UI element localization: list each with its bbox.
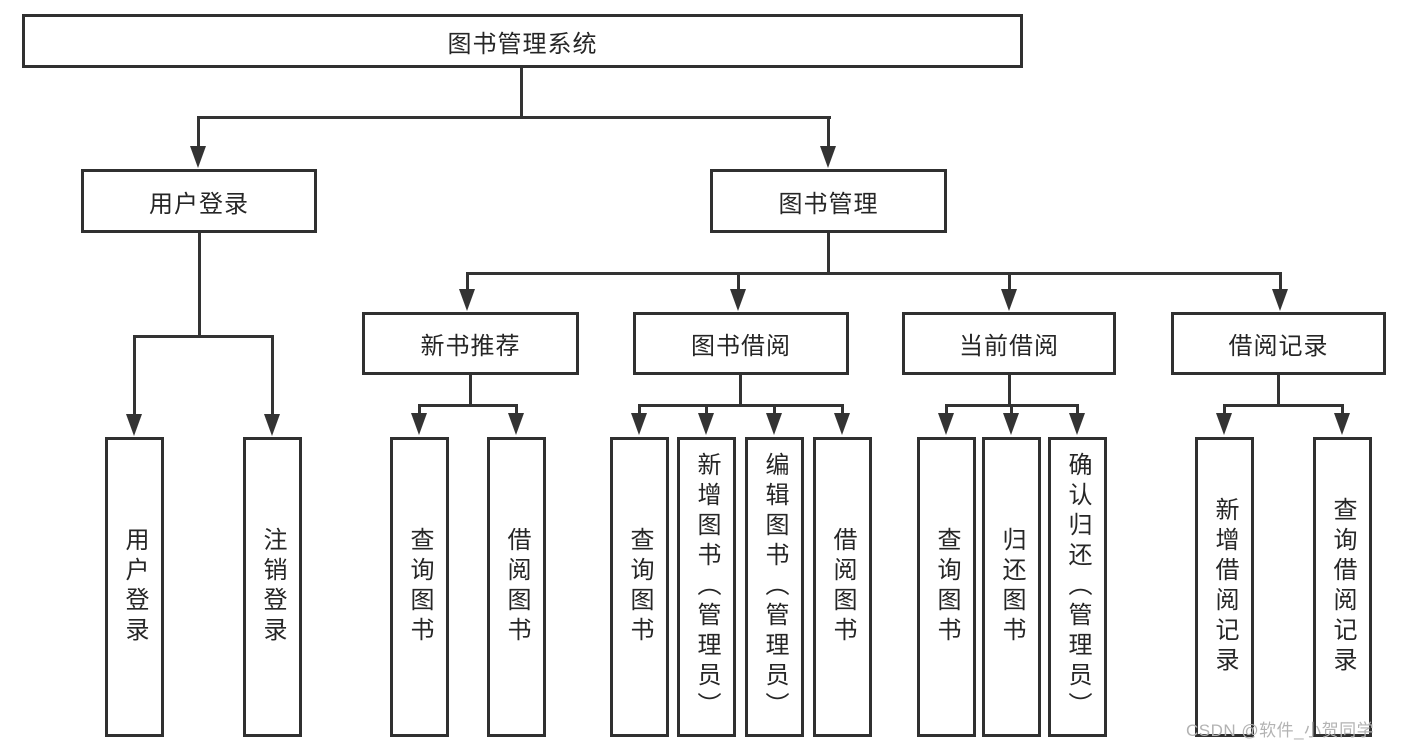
leaf-return-book-label: 归还图书 (998, 527, 1025, 647)
edge-line (737, 272, 740, 292)
node-book-borrow: 图书借阅 (633, 312, 849, 375)
edge-line (469, 375, 472, 406)
edge-arrow-down-icon (508, 413, 524, 435)
node-root: 图书管理系统 (22, 14, 1023, 68)
leaf-edit-book-admin-label: 编辑图书（管理员） (761, 452, 788, 722)
edge-line (1223, 404, 1226, 416)
leaf-recommend-query-book: 查询图书 (390, 437, 449, 737)
edge-arrow-down-icon (820, 146, 836, 168)
leaf-borrow-book-label: 借阅图书 (829, 527, 856, 647)
leaf-borrow-book: 借阅图书 (813, 437, 872, 737)
leaf-add-borrow-record-label: 新增借阅记录 (1211, 497, 1238, 677)
edge-line (520, 68, 523, 118)
leaf-borrow-query-book-label: 查询图书 (626, 527, 653, 647)
leaf-query-borrow-record-label: 查询借阅记录 (1329, 497, 1356, 677)
node-new-book-recommend-label: 新书推荐 (420, 333, 521, 360)
edge-line (638, 404, 641, 416)
edge-arrow-down-icon (126, 414, 142, 436)
edge-line (945, 404, 948, 416)
edge-arrow-down-icon (938, 413, 954, 435)
edge-arrow-down-icon (698, 413, 714, 435)
leaf-add-book-admin: 新增图书（管理员） (677, 437, 736, 737)
node-borrow-records-label: 借阅记录 (1228, 333, 1329, 360)
edge-line (466, 272, 469, 292)
edge-line (198, 233, 201, 337)
edge-line (271, 335, 274, 416)
node-user-login-group-label: 用户登录 (149, 190, 249, 218)
leaf-borrow-query-book: 查询图书 (610, 437, 669, 737)
edge-arrow-down-icon (631, 413, 647, 435)
edge-line (466, 272, 1282, 275)
edge-line (1223, 404, 1343, 407)
edge-arrow-down-icon (1334, 413, 1350, 435)
edge-arrow-down-icon (730, 289, 746, 311)
edge-arrow-down-icon (1001, 289, 1017, 311)
node-new-book-recommend: 新书推荐 (362, 312, 579, 375)
node-user-login-group: 用户登录 (81, 169, 317, 233)
edge-line (841, 404, 844, 416)
edge-line (1008, 272, 1011, 292)
edge-arrow-down-icon (411, 413, 427, 435)
leaf-return-book: 归还图书 (982, 437, 1041, 737)
leaf-logout: 注销登录 (243, 437, 302, 737)
edge-line (133, 335, 274, 338)
edge-arrow-down-icon (1003, 413, 1019, 435)
edge-line (197, 116, 831, 119)
edge-line (133, 335, 136, 416)
edge-arrow-down-icon (264, 414, 280, 436)
edge-line (418, 404, 518, 407)
leaf-recommend-borrow-book: 借阅图书 (487, 437, 546, 737)
edge-arrow-down-icon (1069, 413, 1085, 435)
leaf-confirm-return-admin-label: 确认归还（管理员） (1064, 452, 1091, 722)
edge-line (827, 116, 830, 148)
edge-arrow-down-icon (766, 413, 782, 435)
edge-arrow-down-icon (834, 413, 850, 435)
edge-line (418, 404, 421, 416)
leaf-current-query-book-label: 查询图书 (933, 527, 960, 647)
node-book-borrow-label: 图书借阅 (691, 333, 791, 360)
edge-line (827, 233, 830, 275)
leaf-add-book-admin-label: 新增图书（管理员） (693, 452, 720, 722)
edge-arrow-down-icon (459, 289, 475, 311)
leaf-logout-label: 注销登录 (259, 527, 286, 647)
edge-line (773, 404, 776, 416)
node-root-label: 图书管理系统 (447, 30, 598, 58)
node-current-borrow: 当前借阅 (902, 312, 1116, 375)
leaf-add-borrow-record: 新增借阅记录 (1195, 437, 1254, 737)
edge-arrow-down-icon (190, 146, 206, 168)
leaf-confirm-return-admin: 确认归还（管理员） (1048, 437, 1107, 737)
leaf-current-query-book: 查询图书 (917, 437, 976, 737)
node-book-management: 图书管理 (710, 169, 947, 233)
leaf-recommend-borrow-book-label: 借阅图书 (503, 527, 530, 647)
edge-line (1279, 272, 1282, 292)
edge-line (1010, 404, 1013, 416)
edge-line (1076, 404, 1079, 416)
node-book-management-label: 图书管理 (778, 190, 879, 218)
leaf-edit-book-admin: 编辑图书（管理员） (745, 437, 804, 737)
leaf-user-login: 用户登录 (105, 437, 164, 737)
edge-arrow-down-icon (1216, 413, 1232, 435)
edge-line (515, 404, 518, 416)
edge-arrow-down-icon (1272, 289, 1288, 311)
edge-line (1277, 375, 1280, 406)
edge-line (739, 375, 742, 406)
edge-line (197, 116, 200, 148)
leaf-user-login-label: 用户登录 (121, 527, 148, 647)
edge-line (1008, 375, 1011, 406)
edge-line (1341, 404, 1344, 416)
node-borrow-records: 借阅记录 (1171, 312, 1386, 375)
leaf-query-borrow-record: 查询借阅记录 (1313, 437, 1372, 737)
leaf-recommend-query-book-label: 查询图书 (406, 527, 433, 647)
edge-line (638, 404, 844, 407)
node-current-borrow-label: 当前借阅 (959, 333, 1059, 360)
csdn-watermark: CSDN @软件_小贺同学 (1186, 721, 1375, 740)
edge-line (705, 404, 708, 416)
